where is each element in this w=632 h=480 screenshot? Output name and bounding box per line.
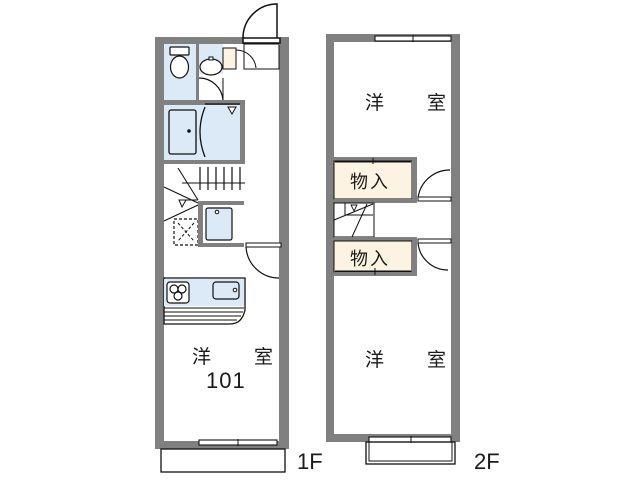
second-floor-top-window-icon — [374, 35, 452, 42]
first-floor-porch — [160, 448, 286, 473]
unit-number: 101 — [206, 368, 246, 393]
bathtub-icon — [168, 109, 197, 155]
washbasin-icon — [199, 56, 223, 76]
toilet-room — [164, 44, 199, 100]
toilet-icon — [169, 46, 190, 79]
sink-icon — [212, 281, 240, 300]
refrigerator-space — [198, 201, 244, 247]
storage-bottom-label: 物入 — [350, 249, 390, 270]
washroom — [198, 44, 257, 101]
storage-bottom — [333, 237, 417, 276]
kitchen-counter — [163, 277, 246, 325]
entrance-door-icon — [242, 37, 281, 44]
washing-machine-space-icon — [222, 47, 237, 70]
storage-top-label: 物入 — [350, 172, 390, 193]
refrigerator-space-icon — [205, 207, 233, 241]
second-floor-stairs-icon — [333, 202, 375, 238]
stove-icon — [166, 281, 190, 304]
second-floor-label: 2F — [474, 449, 500, 474]
stairs-icon — [163, 167, 245, 222]
second-floor-plan — [326, 34, 460, 465]
first-floor-plan — [155, 3, 289, 473]
second-floor-top-room-label: 洋 室 — [365, 92, 459, 114]
living-room-door-icon — [245, 242, 282, 279]
first-floor-window-icon — [198, 439, 278, 446]
first-floor-room-label: 洋 室 — [192, 346, 286, 368]
balcony-icon — [365, 441, 456, 465]
first-floor-label: 1F — [297, 449, 323, 474]
top-room-door-icon — [417, 169, 452, 202]
bathroom — [164, 100, 245, 163]
second-floor-bottom-room-label: 洋 室 — [365, 349, 459, 371]
bottom-room-door-icon — [417, 238, 452, 271]
